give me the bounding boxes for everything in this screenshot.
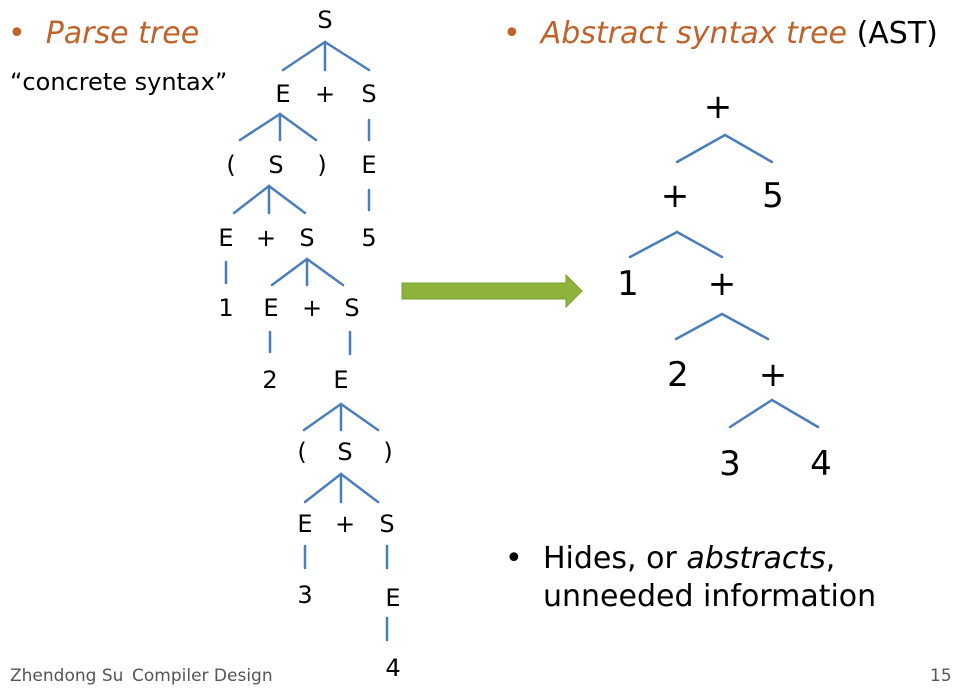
parse-node: E — [263, 294, 279, 322]
parse-node: 5 — [361, 224, 377, 252]
note-text: , — [825, 541, 836, 576]
ast-node: 5 — [762, 176, 784, 216]
note-line-2: unneeded information — [543, 579, 877, 614]
ast-node: 2 — [667, 355, 689, 395]
ast-suffix: (AST) — [856, 16, 938, 51]
note-text: Hides, or — [543, 541, 687, 576]
bullet: • — [505, 541, 523, 576]
parse-node: S — [299, 224, 315, 252]
parse-node: 1 — [218, 294, 234, 322]
transform-arrow — [401, 273, 583, 309]
ast-node: 4 — [810, 444, 832, 484]
parse-node: + — [314, 80, 336, 108]
parse-node: E — [333, 366, 349, 394]
parse-node: + — [301, 294, 323, 322]
ast-node: + — [707, 264, 737, 304]
parse-node: + — [334, 510, 356, 538]
parse-node: ) — [383, 438, 393, 466]
ast-note: • Hides, or abstracts, unneeded informati… — [505, 540, 876, 616]
parse-node: S — [344, 294, 360, 322]
parse-node: 3 — [297, 581, 313, 609]
ast-heading: • Abstract syntax tree (AST) — [503, 16, 938, 51]
parse-node: S — [268, 151, 284, 179]
parse-node: ) — [317, 151, 327, 179]
ast-title: Abstract syntax tree — [540, 16, 848, 51]
parse-tree-title: Parse tree — [45, 16, 200, 51]
parse-node: + — [255, 224, 277, 252]
bullet: • — [8, 16, 26, 51]
parse-node: 2 — [262, 366, 278, 394]
ast-node: + — [758, 355, 788, 395]
parse-node: S — [317, 6, 333, 34]
parse-node: E — [385, 584, 401, 612]
ast-node: 1 — [617, 264, 639, 304]
parse-tree-heading: • Parse tree — [8, 16, 199, 51]
parse-node: E — [361, 151, 377, 179]
note-line-1: • Hides, or abstracts, — [505, 540, 876, 578]
ast-node: 3 — [719, 444, 741, 484]
parse-node: S — [379, 510, 395, 538]
note-emphasis: abstracts — [686, 541, 826, 576]
page-number: 15 — [930, 666, 952, 686]
ast-node: + — [660, 176, 690, 216]
footer-course: Compiler Design — [132, 666, 273, 686]
parse-node: ( — [297, 438, 307, 466]
concrete-syntax-label: “concrete syntax” — [10, 68, 228, 96]
parse-node: ( — [226, 151, 236, 179]
parse-node: S — [337, 438, 353, 466]
parse-node: E — [297, 510, 313, 538]
parse-node: 4 — [385, 654, 401, 682]
parse-node: E — [275, 80, 291, 108]
parse-node: E — [218, 224, 234, 252]
parse-node: S — [361, 80, 377, 108]
footer-author: Zhendong Su — [10, 666, 124, 686]
bullet: • — [503, 16, 521, 51]
ast-node: + — [703, 87, 733, 127]
